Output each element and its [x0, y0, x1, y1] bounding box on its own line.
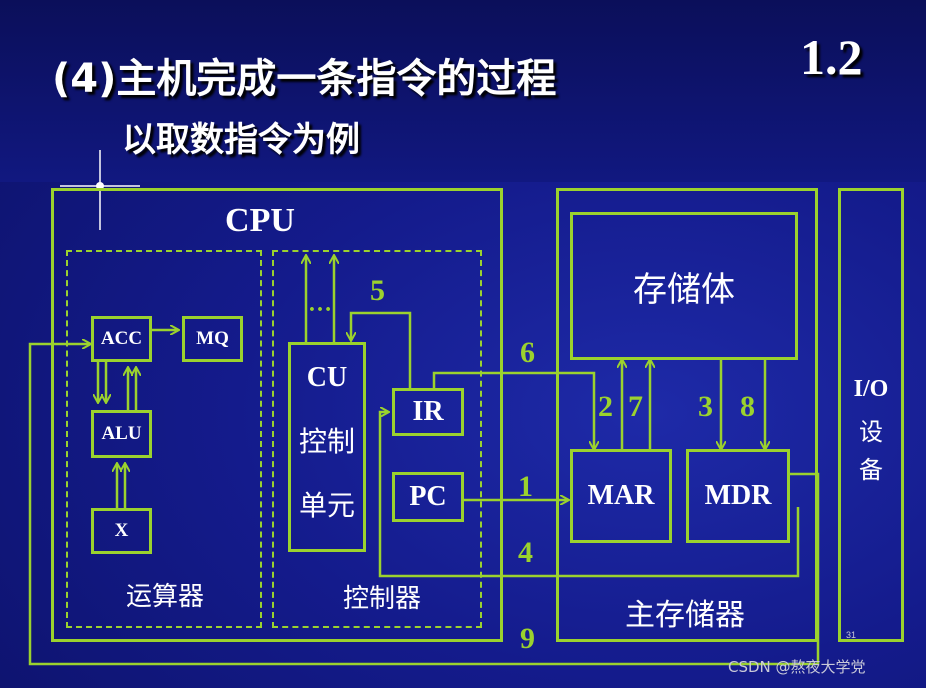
- mar-label: MAR: [587, 480, 655, 511]
- cpu-box: [51, 188, 503, 642]
- cu-dots: …: [308, 290, 332, 317]
- slide-subtitle: 以取数指令为例: [122, 120, 360, 160]
- watermark: CSDN @熬夜大学党: [728, 658, 866, 676]
- main-memory-label: 主存储器: [625, 598, 745, 633]
- storage-box: 存储体: [570, 212, 798, 360]
- main-memory-box: [556, 188, 818, 642]
- acc-label: ACC: [100, 328, 143, 349]
- x-register: X: [91, 508, 152, 554]
- cpu-label: CPU: [225, 202, 295, 239]
- acc-register: ACC: [91, 316, 152, 362]
- cu-box: [288, 342, 366, 552]
- control-group: [272, 250, 482, 628]
- cu-label-2: 控制: [298, 425, 355, 458]
- alu-group-label: 运算器: [125, 581, 204, 612]
- mar-register: MAR: [570, 449, 672, 543]
- step-4: 4: [518, 536, 533, 569]
- ir-register: IR: [392, 388, 464, 436]
- cu-label: CU: [306, 362, 348, 393]
- storage-label: 存储体: [633, 269, 735, 310]
- io-box: [838, 188, 904, 642]
- pc-label: PC: [409, 481, 447, 512]
- slide-title: (4)主机完成一条指令的过程: [52, 56, 557, 102]
- control-group-label: 控制器: [342, 583, 421, 614]
- pc-register: PC: [392, 472, 464, 522]
- step-3: 3: [698, 390, 713, 423]
- mq-label: MQ: [196, 328, 229, 349]
- title-band: [0, 0, 926, 182]
- io-label-3: 备: [859, 455, 883, 484]
- mdr-label: MDR: [704, 480, 772, 511]
- cu-label-3: 单元: [298, 489, 355, 522]
- page-number: 31: [846, 630, 857, 640]
- section-number: 1.2: [800, 29, 863, 85]
- alu-unit: ALU: [91, 410, 152, 458]
- x-label: X: [114, 520, 129, 541]
- step-5: 5: [370, 274, 385, 307]
- io-label-2: 设: [859, 417, 883, 446]
- mdr-register: MDR: [686, 449, 790, 543]
- mq-register: MQ: [182, 316, 243, 362]
- alu-label: ALU: [101, 423, 142, 444]
- step-6: 6: [520, 336, 535, 369]
- step-9: 9: [520, 622, 535, 655]
- step-8: 8: [740, 390, 755, 423]
- ir-label: IR: [412, 396, 444, 427]
- alu-group: [66, 250, 262, 628]
- step-7: 7: [628, 390, 643, 423]
- io-label: I/O: [853, 375, 889, 402]
- step-1: 1: [518, 470, 533, 503]
- step-2: 2: [598, 390, 613, 423]
